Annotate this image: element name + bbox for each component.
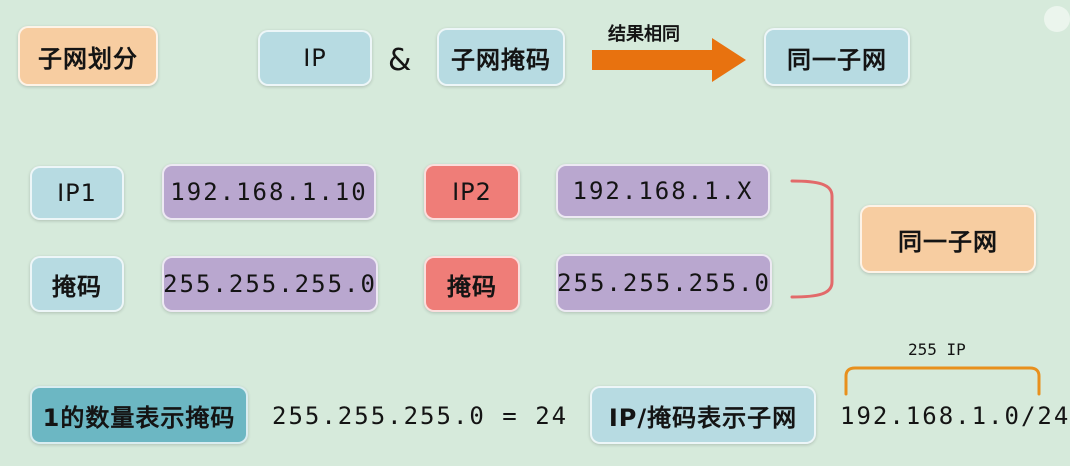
bracket-icon [790,179,834,299]
notation-value: 192.168.1.0/24 [840,402,1070,430]
count-label-box: 1的数量表示掩码 [30,386,248,444]
ip1-label-box: IP1 [30,166,124,220]
count-expression: 255.255.255.0 = 24 [272,402,569,430]
brace-label: 255 IP [908,340,966,359]
notation-label-box: IP/掩码表示子网 [590,386,816,444]
arrow-label: 结果相同 [608,24,680,45]
brace-icon [844,366,1041,396]
logo-icon [1044,6,1070,32]
mask-label-box-left: 掩码 [30,256,124,312]
mask-value-box-right: 255.255.255.0 [556,254,772,312]
subnet-division-box: 子网划分 [18,26,158,86]
mask-label-box-right: 掩码 [424,256,520,312]
ip2-value-box: 192.168.1.X [556,164,770,218]
ampersand-symbol: & [388,42,413,78]
same-subnet-box-result: 同一子网 [860,205,1036,273]
ip-box: IP [258,30,372,86]
mask-value-box-left: 255.255.255.0 [162,256,378,312]
ip1-value-box: 192.168.1.10 [162,164,376,220]
subnet-mask-box: 子网掩码 [437,28,565,86]
ip2-label-box: IP2 [424,164,520,220]
same-subnet-box-top: 同一子网 [764,28,910,86]
